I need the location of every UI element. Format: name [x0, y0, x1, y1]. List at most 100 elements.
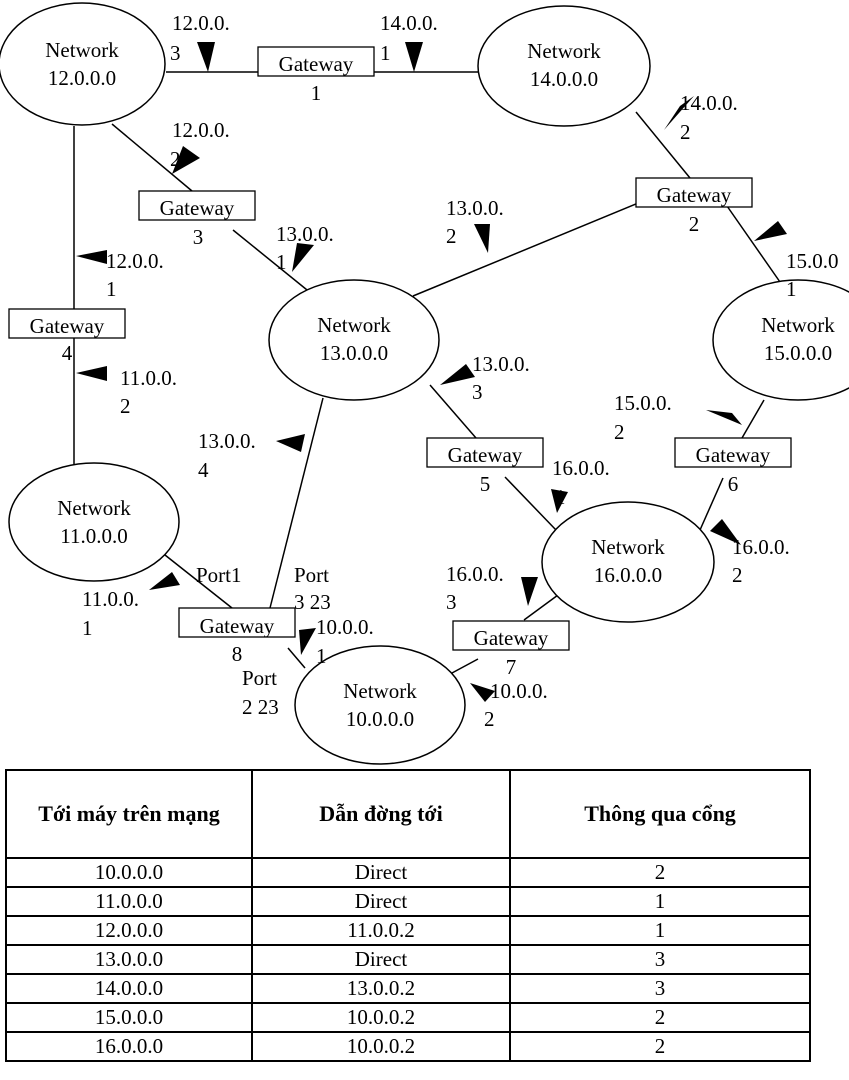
ip-label-line2: 2 [446, 224, 457, 248]
ip-label-line2: 1 [786, 277, 797, 301]
arrow-16-0-0-1 [551, 489, 568, 513]
network-ellipse [541, 501, 715, 623]
arrow-13-0-0-1 [292, 243, 314, 272]
gateway-5: Gateway 5 [426, 437, 544, 496]
gateway-6: Gateway 6 [674, 437, 792, 496]
ip-label-line2: 2 [680, 120, 691, 144]
network-n15: Network 15.0.0.0 [712, 279, 849, 401]
ip-label-line1: 15.0.0. [614, 391, 672, 415]
gateway-box [426, 437, 544, 468]
gateway-8: Gateway 8 [178, 607, 296, 666]
column-header-route-via: Dẫn đờng tới [251, 769, 511, 859]
ip-label-line1: 13.0.0. [198, 429, 256, 453]
link-n16-g7 [523, 594, 559, 621]
link-n13-g5 [429, 384, 477, 439]
network-n10: Network 10.0.0.0 [294, 645, 466, 765]
network-address: 16.0.0.0 [594, 563, 662, 587]
network-ellipse [8, 462, 180, 582]
ip-label-line1: 10.0.0. [316, 615, 374, 639]
gateway-label: Gateway [448, 443, 523, 467]
ip-label: 12.0.0. 1 [106, 249, 164, 301]
ip-label-line2: 1 [316, 644, 327, 668]
port-cell: 2 [509, 857, 811, 888]
network-diagram: Network 12.0.0.0 Network 14.0.0.0 Networ… [0, 2, 849, 765]
ip-label-line1: 12.0.0. [106, 249, 164, 273]
arrow-12-0-0-1 [76, 250, 107, 264]
ip-label: 16.0.0.2 [732, 535, 790, 587]
network-word: Network [591, 535, 665, 559]
ip-label-line2: 2 [614, 420, 625, 444]
destination-cell: 16.0.0.0 [5, 1031, 253, 1062]
connection-lines [73, 71, 781, 674]
routing-table: Tới máy trên mạng Dẫn đờng tới Thông qua… [5, 769, 811, 1062]
arrow-12-0-0-2 [172, 146, 200, 174]
ip-label-line2: 1 [380, 41, 391, 65]
ip-label-line2: 3 [446, 590, 457, 614]
ip-label-line2: 3 [170, 41, 181, 65]
ip-label: 12.0.0. 3 [170, 11, 230, 65]
ip-label-line1: 11.0.0. [82, 587, 139, 611]
network-address: 13.0.0.0 [320, 341, 388, 365]
arrow-12-0-0-3 [197, 42, 215, 72]
route-via-cell: Direct [251, 944, 511, 975]
ip-label: 13.0.0. 2 [446, 196, 504, 248]
link-g6-n16 [699, 477, 724, 531]
arrow-10-0-0-1 [299, 628, 316, 655]
gateway-label: Gateway [200, 614, 275, 638]
gateway-box [138, 190, 256, 221]
network-ellipse [268, 279, 440, 401]
link-g2-n15 [726, 205, 781, 283]
ip-label-line1: 14.0.0. [680, 91, 738, 115]
ip-label-line1: 12.0.0. [172, 11, 230, 35]
gateway-number: 6 [728, 472, 739, 496]
link-n15-g6 [741, 399, 765, 439]
network-n14: Network 14.0.0.0 [477, 5, 651, 127]
ip-label: 13.0.0.1 [276, 222, 334, 274]
ip-label: 14.0.0. 2 [680, 91, 738, 144]
destination-cell: 13.0.0.0 [5, 944, 253, 975]
ip-label: 10.0.0. 2 [484, 679, 548, 731]
ip-label: 16.0.0. 3 [446, 562, 504, 614]
arrow-15-0-0-2 [706, 410, 742, 425]
network-word: Network [45, 38, 119, 62]
arrow-13-0-0-2 [474, 224, 490, 253]
route-via-cell: 10.0.0.2 [251, 1002, 511, 1033]
port-labels: Port1 Port 3 23 Port 2 23 [196, 563, 331, 719]
ip-labels: 12.0.0. 3 14.0.0. 1 12.0.0. 2 14.0.0. 2 13.0… [82, 11, 839, 731]
ip-label-line2: 1 [82, 616, 93, 640]
arrow-11-0-0-2 [76, 366, 107, 381]
route-via-cell: 11.0.0.2 [251, 915, 511, 946]
column-header-port: Thông qua cổng [509, 769, 811, 859]
ip-label-line1: 16.0.0. [446, 562, 504, 586]
destination-cell: 12.0.0.0 [5, 915, 253, 946]
gateway-number: 1 [311, 81, 322, 105]
gateway-box [8, 308, 126, 339]
gateway-1: Gateway 1 [257, 46, 375, 105]
port-cell: 2 [509, 1031, 811, 1062]
ip-label-line1: 13.0.0. [446, 196, 504, 220]
arrow-13-0-0-4 [276, 434, 305, 452]
arrow-16-0-0-2 [710, 519, 741, 545]
ip-label-line2: 4 [198, 458, 209, 482]
gateway-box [257, 46, 375, 77]
gateway-label: Gateway [30, 314, 105, 338]
ip-label-line2: 1 [106, 277, 117, 301]
gateway-box [178, 607, 296, 638]
direction-arrows [76, 42, 787, 702]
gateway-number: 3 [193, 225, 204, 249]
ip-label: 15.0.0. 2 [614, 391, 672, 444]
ip-label-line2: 2 [484, 707, 495, 731]
destination-cell: 14.0.0.0 [5, 973, 253, 1004]
port-cell: 1 [509, 915, 811, 946]
ip-label: 16.0.0.1 [552, 456, 610, 509]
network-word: Network [317, 313, 391, 337]
port-cell: 3 [509, 973, 811, 1004]
ip-label: 15.0.01 [786, 249, 839, 301]
ip-label-line1: 10.0.0. [490, 679, 548, 703]
link-g3-n13 [232, 229, 313, 295]
network-n13: Network 13.0.0.0 [268, 279, 440, 401]
